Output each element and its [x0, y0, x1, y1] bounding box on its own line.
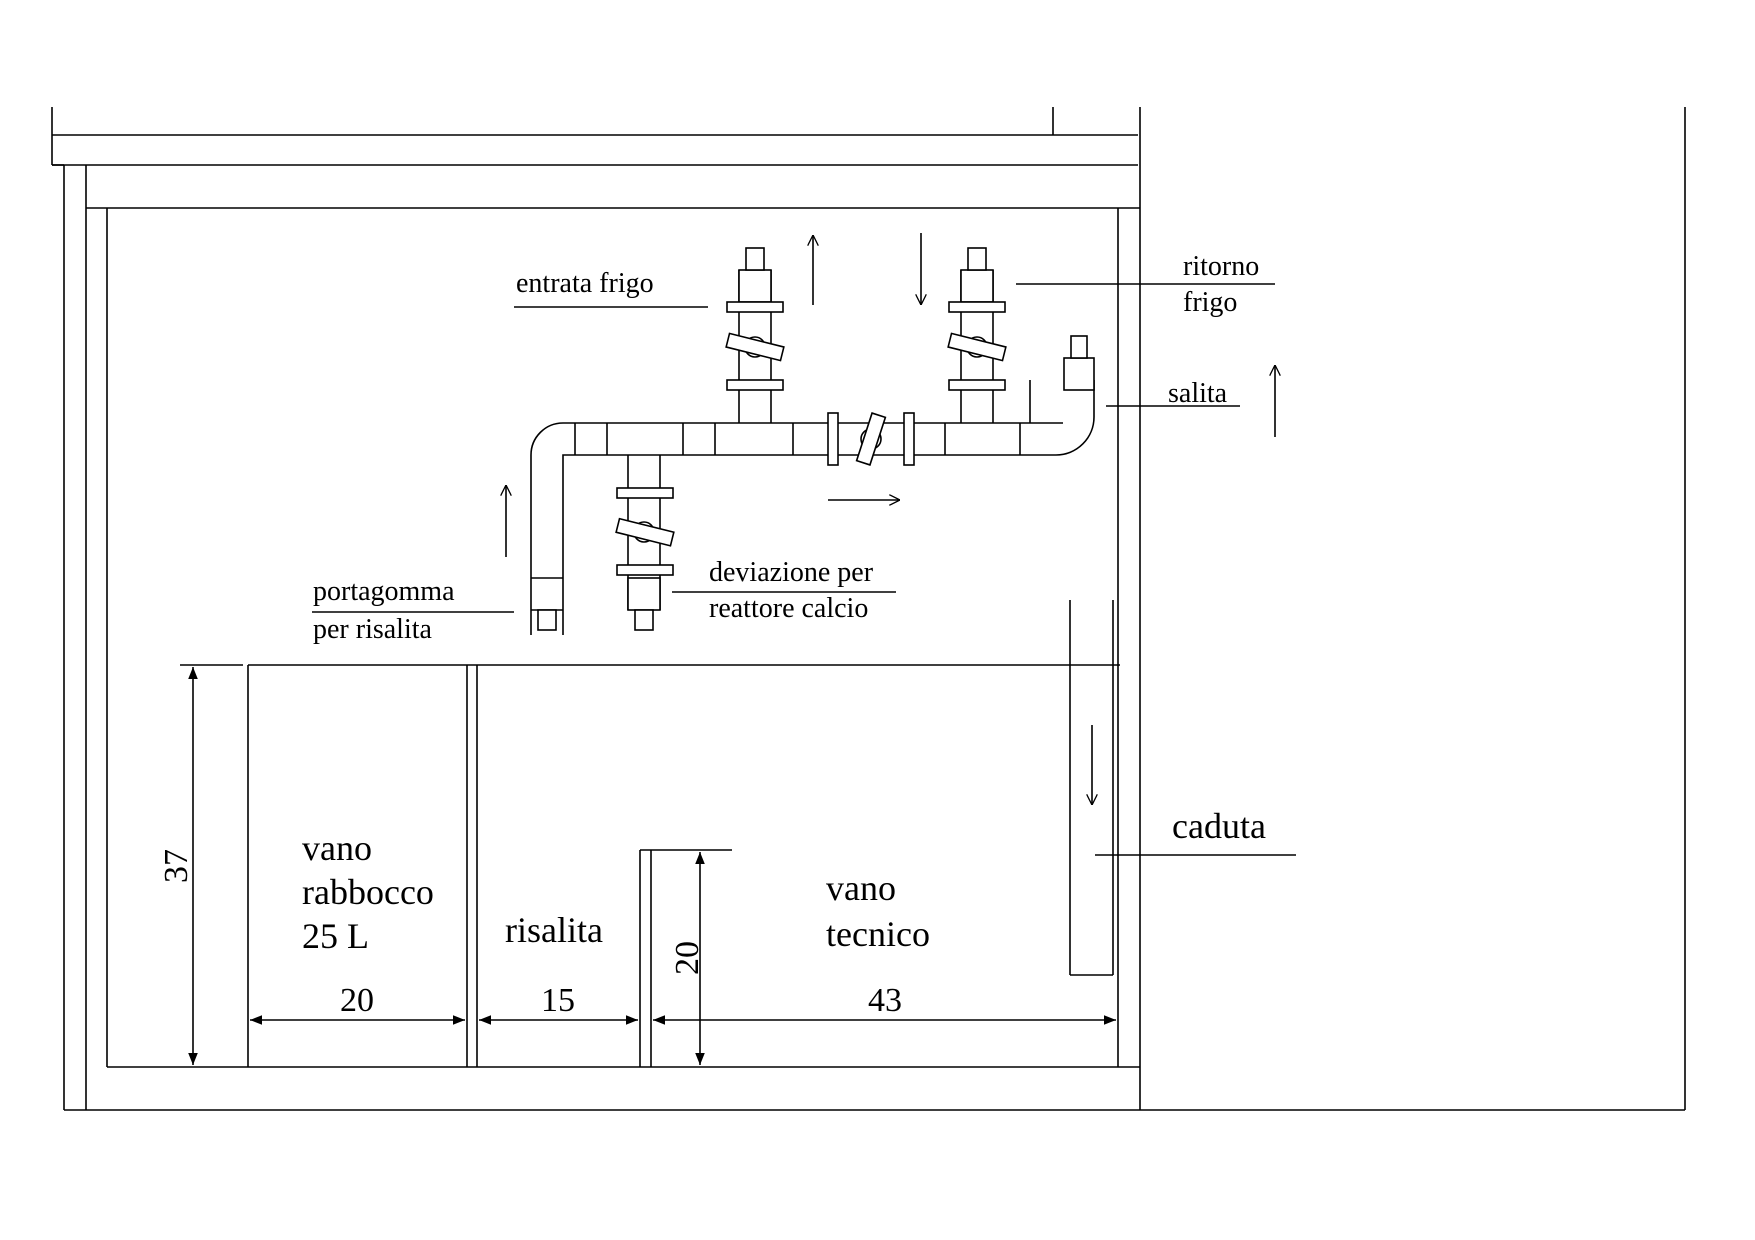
leader-lines [312, 283, 1275, 613]
dim-height-baffle: 20 [669, 941, 706, 975]
label-vano-rabbocco-3: 25 L [302, 916, 369, 956]
label-caduta: caduta [1172, 806, 1266, 846]
label-ritorno: ritorno [1183, 251, 1259, 282]
label-risalita: risalita [505, 910, 603, 950]
label-entrata-frigo: entrata frigo [516, 268, 654, 299]
overflow-pipe [1069, 600, 1296, 976]
dim-width-tecnico: 43 [868, 982, 902, 1019]
valve-deviazione [615, 455, 675, 631]
label-vano-rabbocco-1: vano [302, 828, 372, 868]
dim-width-risalita: 15 [541, 982, 575, 1019]
label-reattore-calcio: reattore calcio [709, 593, 868, 624]
label-per-risalita: per risalita [313, 614, 433, 645]
plumbing-manifold [530, 247, 1095, 635]
label-deviazione: deviazione per [709, 557, 874, 588]
valve-entrata-frigo [725, 247, 785, 423]
valve-ritorno-frigo [947, 247, 1007, 423]
label-vano-rabbocco-2: rabbocco [302, 872, 434, 912]
cabinet-frame [51, 107, 1686, 1111]
label-vano-tecnico-1: vano [826, 868, 896, 908]
label-portagomma: portagomma [313, 576, 455, 607]
valve-main [827, 412, 915, 466]
label-salita: salita [1168, 378, 1228, 409]
label-vano-tecnico-2: tecnico [826, 914, 930, 954]
dimension-lines [180, 664, 1116, 1065]
flow-arrows [506, 233, 1275, 557]
sump-tank [247, 664, 1120, 1067]
label-frigo: frigo [1183, 287, 1237, 318]
dim-width-rabbocco: 20 [340, 982, 374, 1019]
dim-height-total: 37 [158, 849, 195, 883]
